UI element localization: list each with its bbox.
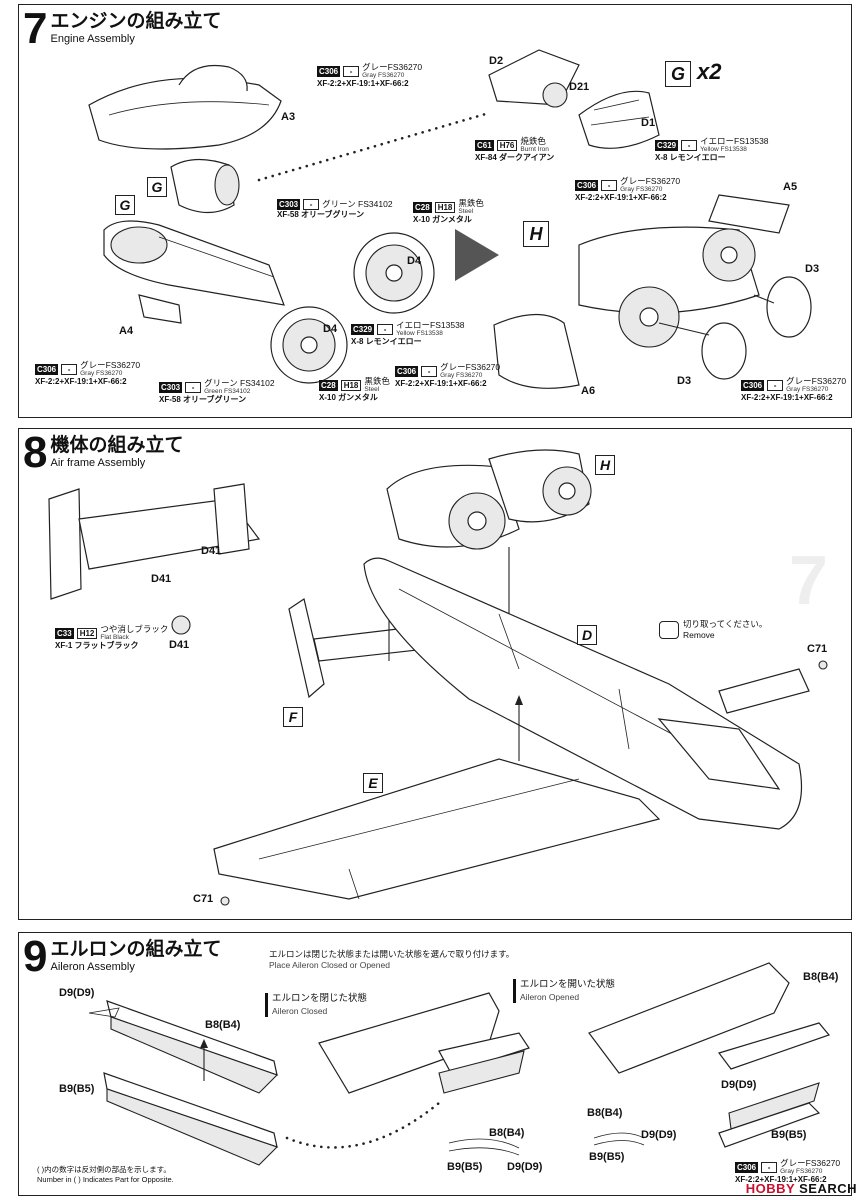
step-title-en: Air frame Assembly — [50, 457, 146, 469]
footnote: ( )内の数字は反対側の部品を示します。 Number in ( ) Indic… — [37, 1165, 174, 1184]
step-9-header: 9 エルロンの組み立て Aileron Assembly — [23, 932, 222, 981]
aileron-closed-heading: エルロンを閉じた状態 Aileron Closed — [265, 993, 367, 1017]
engine-assembly-illustration — [88, 49, 812, 389]
airframe-assembly-illustration: 7 — [48, 449, 828, 906]
svg-text:7: 7 — [789, 541, 828, 619]
subassembly-box-h: H — [595, 455, 615, 475]
part-label: D41 — [151, 573, 172, 585]
remove-note: 切り取ってください。 Remove — [683, 619, 768, 640]
part-label: D9(D9) — [507, 1161, 543, 1173]
part-label: D21 — [569, 81, 590, 93]
step-number: 7 — [23, 4, 48, 53]
subassembly-box-e: E — [363, 773, 383, 793]
color-callout: C303-グリーン FS34102 XF-58 オリーブグリーン — [277, 199, 393, 219]
part-label: B8(B4) — [205, 1019, 241, 1031]
part-label: D41 — [169, 639, 190, 651]
part-label: D41 — [201, 545, 222, 557]
subassembly-box-f: F — [283, 707, 303, 727]
part-label: A4 — [119, 325, 134, 337]
aileron-note: エルロンは閉じた状態または開いた状態を選んで取り付けます。 Place Aile… — [269, 949, 515, 970]
step-number: 8 — [23, 428, 48, 477]
part-label: A5 — [783, 181, 798, 193]
part-label: B9(B5) — [771, 1129, 807, 1141]
aileron-assembly-illustration — [88, 962, 831, 1166]
subassembly-box-h: H — [523, 221, 549, 247]
part-label: C71 — [193, 893, 214, 905]
part-label: A3 — [281, 111, 296, 123]
step-title-jp: エンジンの組み立て — [50, 11, 222, 32]
quantity-multiplier: x2 — [697, 59, 722, 84]
part-label: B9(B5) — [589, 1151, 625, 1163]
subassembly-box-g: G — [115, 195, 135, 215]
subassembly-box-g: G — [665, 61, 691, 87]
part-label: D3 — [677, 375, 692, 387]
step-8-panel: 7 8 機体の組み立て Air frame Assembly D41 D41 D… — [18, 428, 852, 920]
subassembly-box-g: G — [147, 177, 167, 197]
remove-icon — [659, 621, 679, 639]
watermark-logo: HOBBY SEARCH — [745, 1181, 857, 1196]
aileron-opened-heading: エルロンを開いた状態 Aileron Opened — [513, 979, 615, 1003]
step-title-en: Engine Assembly — [50, 33, 135, 45]
subassembly-box-d: D — [577, 625, 597, 645]
step-9-panel: 9 エルロンの組み立て Aileron Assembly エルロンは閉じた状態ま… — [18, 932, 852, 1196]
part-label: D1 — [641, 117, 656, 129]
step-title-en: Aileron Assembly — [50, 961, 135, 973]
step-7-header: 7 エンジンの組み立て Engine Assembly — [23, 4, 222, 53]
part-label: B8(B4) — [803, 971, 839, 983]
part-label: D9(D9) — [721, 1079, 757, 1091]
part-label: B9(B5) — [447, 1161, 483, 1173]
step-title-jp: 機体の組み立て — [50, 435, 184, 456]
part-label: C71 — [807, 643, 828, 655]
part-label: A6 — [581, 385, 596, 397]
part-label: D4 — [323, 323, 338, 335]
step-title-jp: エルロンの組み立て — [50, 939, 222, 960]
part-label: D3 — [805, 263, 820, 275]
part-label: B8(B4) — [489, 1127, 525, 1139]
part-label: B9(B5) — [59, 1083, 95, 1095]
step-8-header: 8 機体の組み立て Air frame Assembly — [23, 428, 184, 477]
part-label: D2 — [489, 55, 504, 67]
part-label: D9(D9) — [59, 987, 95, 999]
part-label: D4 — [407, 255, 422, 267]
part-label: D9(D9) — [641, 1129, 677, 1141]
step-number: 9 — [23, 932, 48, 981]
part-label: B8(B4) — [587, 1107, 623, 1119]
step-7-panel: 7 エンジンの組み立て Engine Assembly C306-グレーFS36… — [18, 4, 852, 418]
